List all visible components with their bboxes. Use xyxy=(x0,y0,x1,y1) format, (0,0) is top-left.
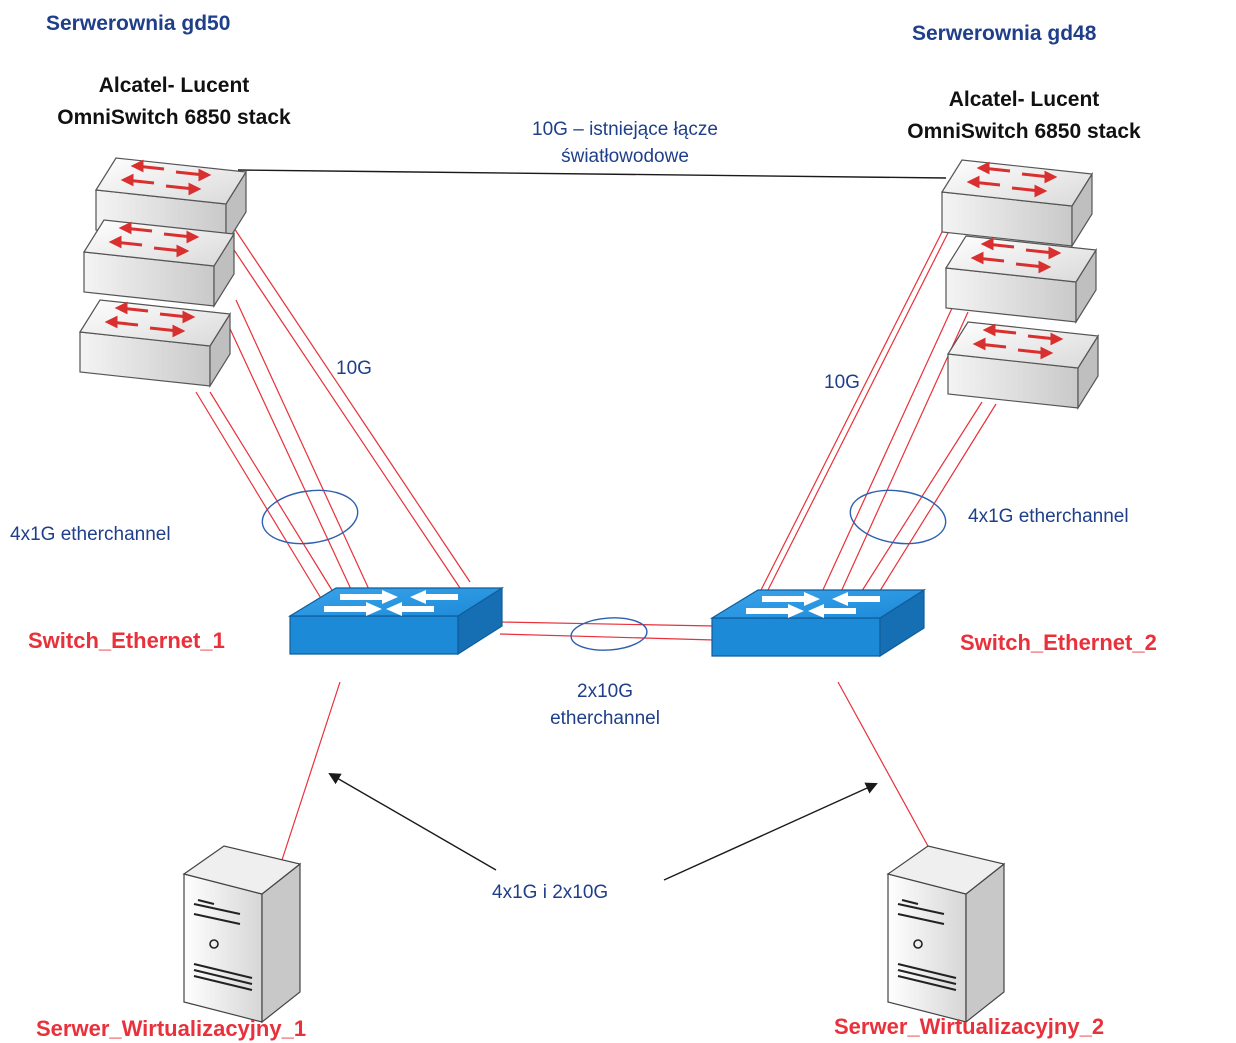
uplink-10g-right-b xyxy=(757,231,943,597)
inter-room-link-line2: światłowodowe xyxy=(561,146,689,167)
server-link-left xyxy=(281,681,341,861)
server-links-label: 4x1G i 2x10G xyxy=(492,882,609,903)
bundle-ring-left xyxy=(261,489,359,545)
core-link-label: 2x10G etherchannel xyxy=(500,678,710,732)
tower-server-icon xyxy=(887,845,1005,1023)
uplink-10g-left xyxy=(231,224,471,583)
server-room-right-title: Serwerownia gd48 xyxy=(912,22,1097,45)
stack-right-line2: OmniSwitch 6850 stack xyxy=(907,120,1141,143)
stack-left-label: Alcatel- Lucent OmniSwitch 6850 stack xyxy=(4,70,344,134)
uplink-10g-right xyxy=(767,224,953,591)
stack-left-line2: OmniSwitch 6850 stack xyxy=(57,106,291,129)
switch-right-label: Switch_Ethernet_2 xyxy=(960,630,1157,655)
inter-room-link-line1: 10G – istniejące łącze xyxy=(532,119,718,140)
core-link-line2: etherchannel xyxy=(550,708,660,729)
inter-room-fiber-link xyxy=(237,169,947,179)
etherchannel-right-label: 4x1G etherchannel xyxy=(968,506,1129,527)
bundle-ring-core xyxy=(570,617,648,651)
switch-left-label: Switch_Ethernet_1 xyxy=(28,628,225,653)
core-link-2x10g xyxy=(499,621,715,641)
uplink-right-label: 10G xyxy=(824,372,860,393)
stack-right-line1: Alcatel- Lucent xyxy=(948,88,1100,111)
workgroup-switch-icon xyxy=(289,587,503,655)
layer3-switch-icon xyxy=(82,218,236,308)
layer3-switch-icon xyxy=(78,298,232,388)
etherchannel-4x1g-right xyxy=(821,294,997,595)
tower-server-icon xyxy=(183,845,301,1023)
server-left-label: Serwer_Wirtualizacyjny_1 xyxy=(36,1016,307,1041)
uplink-10g-left-b xyxy=(221,231,461,589)
workgroup-switch-icon xyxy=(711,589,925,657)
layer3-switch-icon xyxy=(940,158,1094,248)
arrow-to-right-link xyxy=(663,782,878,881)
inter-room-link-label: 10G – istniejące łącze światłowodowe xyxy=(480,116,770,170)
etherchannel-left-label: 4x1G etherchannel xyxy=(10,524,171,545)
etherchannel-4x1g-left xyxy=(195,299,373,601)
server-right-label: Serwer_Wirtualizacyjny_2 xyxy=(834,1014,1105,1039)
core-link-line1: 2x10G xyxy=(577,681,633,702)
server-room-left-title: Serwerownia gd50 xyxy=(46,12,231,35)
arrow-to-left-link xyxy=(328,772,497,871)
layer3-switch-icon xyxy=(946,320,1100,410)
bundle-ring-right xyxy=(849,489,947,545)
server-link-right xyxy=(837,681,941,869)
stack-left-line1: Alcatel- Lucent xyxy=(98,74,250,97)
uplink-left-label: 10G xyxy=(336,358,372,379)
stack-right-label: Alcatel- Lucent OmniSwitch 6850 stack xyxy=(854,84,1194,148)
layer3-switch-icon xyxy=(944,234,1098,324)
